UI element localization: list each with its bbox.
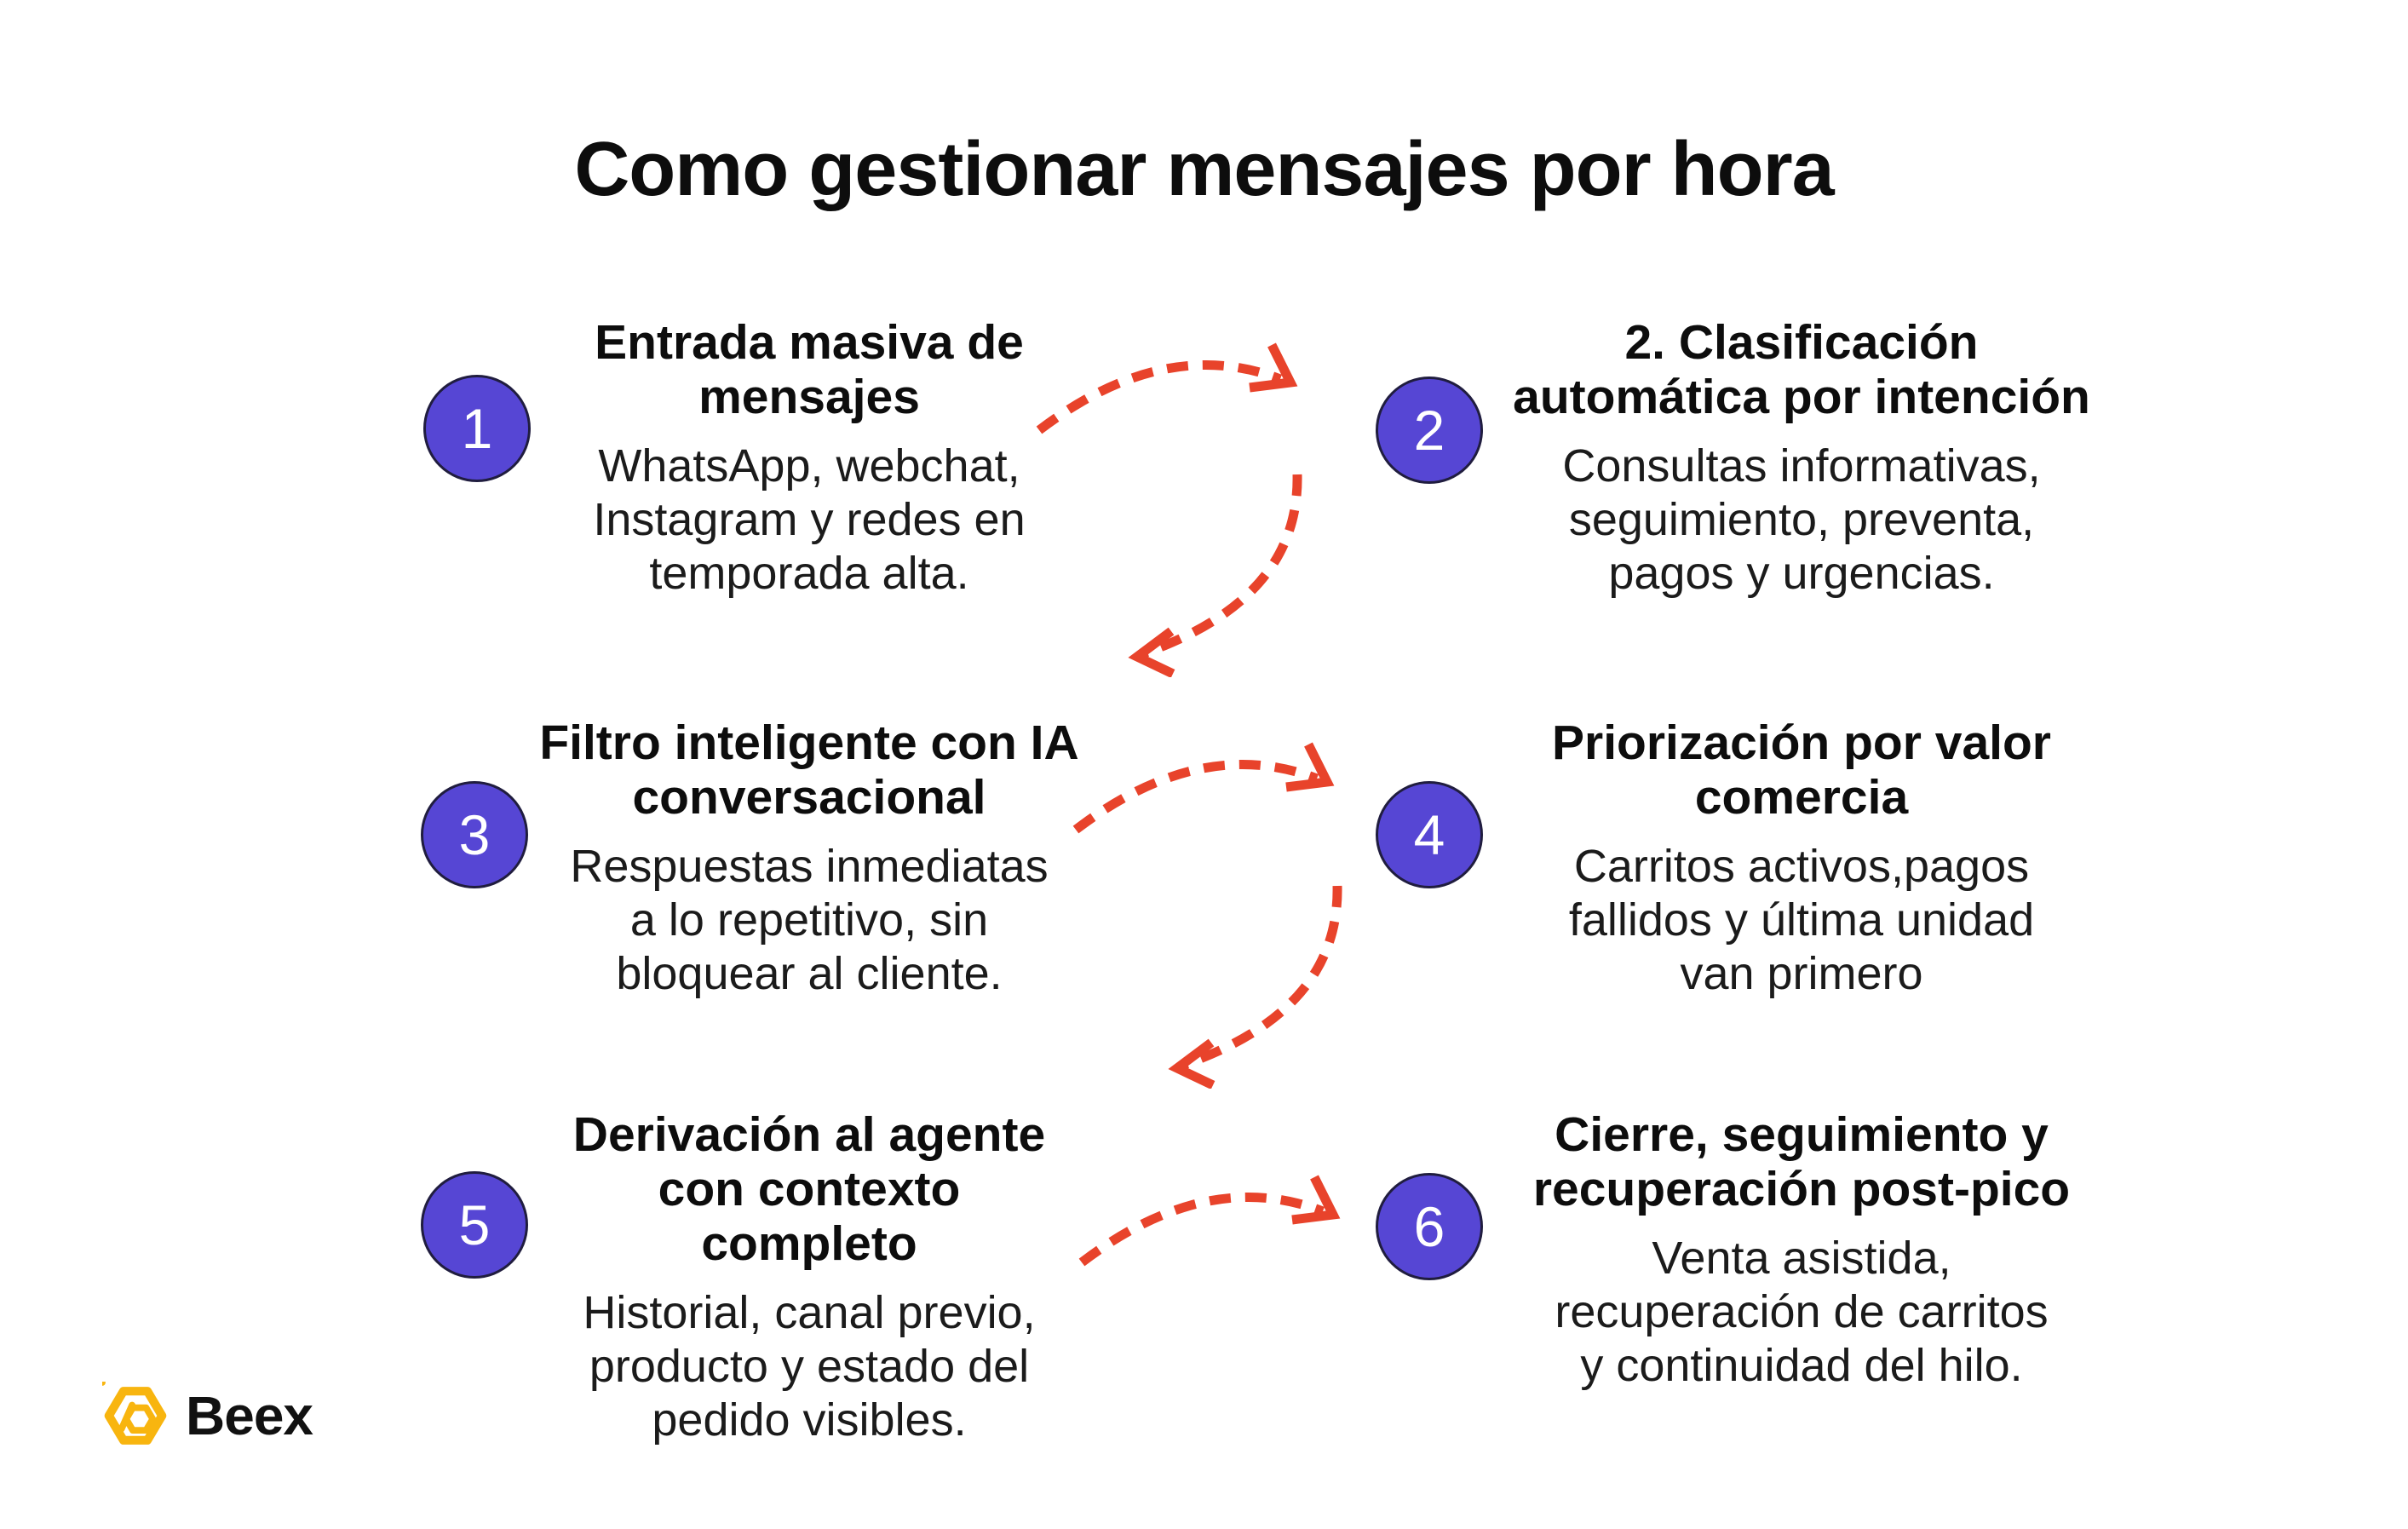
step-6-number: 6 [1413, 1195, 1445, 1258]
brand-name: Beex [186, 1385, 313, 1446]
brand-logo: Beex [102, 1382, 313, 1450]
step-4-heading: Priorización por valor comercia [1552, 716, 2051, 825]
step-3-body: Respuestas inmediatas a lo repetitivo, s… [570, 841, 1049, 999]
step-5-text: Derivación al agente con contexto comple… [545, 1092, 1073, 1463]
step-5-badge: 5 [421, 1171, 528, 1279]
arrow-step5-to-step6-icon [1078, 1175, 1341, 1267]
step-3-number: 3 [458, 803, 491, 866]
step-1-badge: 1 [423, 375, 531, 482]
step-2-text: 2. Clasificación automática por intenció… [1495, 300, 2108, 616]
step-6-badge: 6 [1376, 1173, 1483, 1280]
arrow-step3-to-step4-icon [1072, 742, 1335, 834]
step-5-heading: Derivación al agente con contexto comple… [572, 1107, 1046, 1271]
arrow-step4-to-step5-icon [1168, 885, 1342, 1089]
step-2-body: Consultas informativas, seguimiento, pre… [1562, 440, 2041, 599]
step-1-number: 1 [461, 397, 493, 460]
arrow-step2-to-step3-icon [1128, 474, 1302, 677]
step-5-body: Historial, canal previo, producto y esta… [583, 1287, 1036, 1446]
step-2-badge: 2 [1376, 377, 1483, 484]
step-2-number: 2 [1413, 399, 1445, 462]
step-5-number: 5 [458, 1193, 491, 1256]
step-6-heading: Cierre, seguimiento y recuperación post-… [1532, 1107, 2071, 1216]
step-1-heading: Entrada masiva de mensajes [595, 315, 1024, 424]
step-3-heading: Filtro inteligente con IA conversacional [539, 716, 1079, 825]
step-3-badge: 3 [421, 781, 528, 888]
page-title: Como gestionar mensajes por hora [574, 127, 1834, 212]
beex-hexagon-icon [102, 1382, 167, 1445]
step-6-body: Venta asistida, recuperación de carritos… [1555, 1233, 2049, 1391]
step-6-text: Cierre, seguimiento y recuperación post-… [1520, 1092, 2083, 1408]
step-1-body: WhatsApp, webchat, Instagram y redes en … [593, 440, 1026, 599]
arrow-step1-to-step2-icon [1036, 342, 1298, 434]
step-1-text: Entrada masiva de mensajes WhatsApp, web… [562, 300, 1056, 616]
step-4-number: 4 [1413, 803, 1445, 866]
step-4-badge: 4 [1376, 781, 1483, 888]
step-4-text: Priorización por valor comercia Carritos… [1520, 700, 2083, 1016]
step-3-text: Filtro inteligente con IA conversacional… [528, 700, 1090, 1016]
step-4-body: Carritos activos,pagos fallidos y última… [1568, 841, 2035, 999]
step-2-heading: 2. Clasificación automática por intenció… [1513, 315, 2090, 424]
